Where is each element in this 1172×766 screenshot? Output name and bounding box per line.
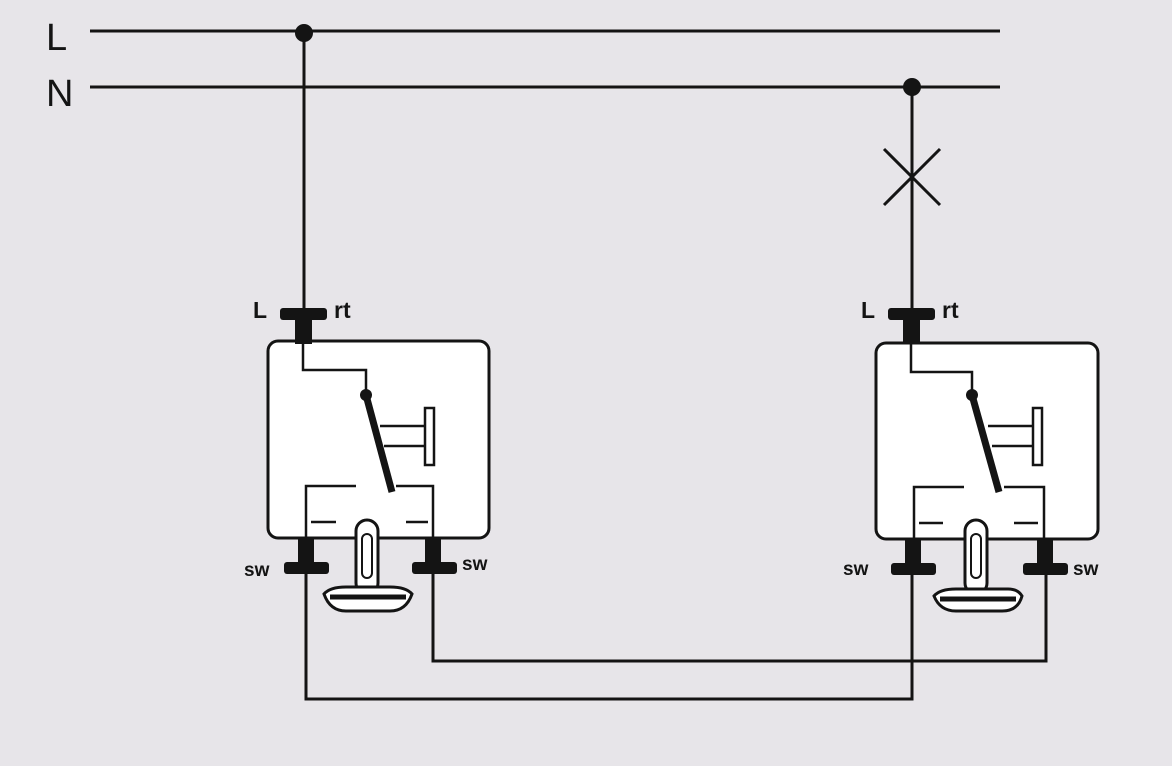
internal-wire	[301, 344, 368, 394]
terminal-l	[280, 308, 327, 320]
traveller-wire-lower	[304, 574, 914, 701]
traveller-wire-upper	[431, 574, 1048, 663]
terminal-label-sw-right: sw	[1073, 559, 1099, 580]
terminal-label-l: L	[253, 297, 267, 323]
terminal-label-sw-right: sw	[462, 554, 488, 575]
terminal-sw-left-stem	[905, 538, 921, 566]
switch-right: L rt sw sw	[843, 297, 1100, 613]
line-rail-label: L	[46, 17, 67, 59]
terminal-label-rt: rt	[334, 297, 351, 323]
mechanism-bar	[1031, 406, 1044, 467]
rocker-actuator	[322, 518, 414, 613]
contact-right	[1004, 485, 1046, 541]
internal-wire	[909, 344, 974, 394]
terminal-label-l: L	[861, 297, 875, 323]
terminal-l-stem	[903, 316, 920, 344]
neutral-rail-label: N	[46, 73, 73, 115]
lamp-symbol	[882, 147, 942, 207]
contact-left	[304, 484, 356, 540]
switch-left: L rt sw sw	[244, 297, 491, 613]
switch-blade	[362, 394, 396, 493]
terminal-sw-right-stem	[1037, 538, 1053, 566]
terminal-label-rt: rt	[942, 297, 959, 323]
terminal-sw-right	[1023, 563, 1068, 575]
terminal-sw-left	[284, 562, 329, 574]
terminal-sw-left	[891, 563, 936, 575]
terminal-l	[888, 308, 935, 320]
contact-right	[396, 484, 435, 540]
terminal-label-sw-left: sw	[244, 560, 270, 581]
contact-left	[912, 485, 964, 541]
switch-blade	[968, 394, 1003, 493]
terminal-l-stem	[295, 316, 312, 344]
terminal-label-sw-left: sw	[843, 559, 869, 580]
terminal-sw-left-stem	[298, 537, 314, 565]
mechanism-bar	[423, 406, 436, 467]
terminal-sw-right-stem	[425, 537, 441, 565]
terminal-sw-right	[412, 562, 457, 574]
rocker-actuator	[932, 518, 1024, 613]
